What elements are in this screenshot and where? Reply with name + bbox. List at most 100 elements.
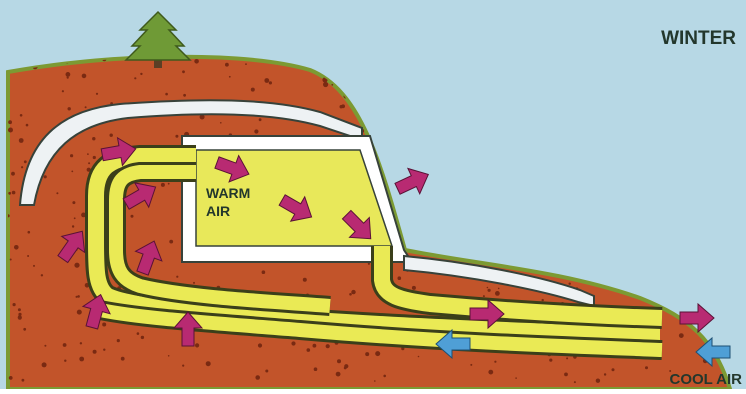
soil-speckle: [549, 359, 552, 362]
soil-speckle: [182, 365, 184, 367]
soil-speckle: [33, 265, 35, 267]
soil-speckle: [14, 245, 19, 250]
soil-speckle: [18, 308, 21, 311]
soil-speckle: [161, 183, 165, 187]
soil-speckle: [679, 333, 684, 338]
soil-speckle: [77, 310, 82, 315]
soil-speckle: [165, 93, 168, 96]
soil-speckle: [110, 134, 113, 137]
soil-speckle: [79, 357, 84, 362]
soil-speckle: [495, 291, 500, 296]
soil-speckle: [88, 162, 90, 164]
soil-speckle: [85, 106, 87, 108]
soil-speckle: [80, 342, 82, 344]
soil-speckle: [68, 107, 71, 110]
soil-speckle: [41, 274, 43, 276]
soil-speckle: [374, 380, 376, 382]
soil-speckle: [470, 364, 472, 366]
soil-speckle: [20, 114, 23, 117]
soil-speckle: [8, 120, 12, 124]
soil-speckle: [22, 379, 25, 382]
soil-speckle: [307, 348, 311, 352]
soil-speckle: [596, 379, 600, 383]
soil-speckle: [336, 372, 341, 377]
soil-speckle: [183, 94, 186, 97]
soil-speckle: [8, 192, 11, 195]
soil-speckle: [326, 344, 330, 348]
soil-speckle: [349, 293, 352, 296]
soil-speckle: [291, 341, 295, 345]
soil-speckle: [18, 316, 22, 320]
soil-speckle: [66, 72, 71, 77]
soil-speckle: [121, 357, 125, 361]
soil-speckle: [368, 263, 370, 265]
soil-speckle: [255, 375, 260, 380]
soil-speckle: [254, 129, 258, 133]
soil-speckle: [314, 367, 318, 371]
soil-speckle: [63, 343, 67, 347]
soil-speckle: [259, 118, 262, 121]
soil-speckle: [193, 282, 195, 284]
soil-speckle: [269, 81, 272, 84]
soil-speckle: [169, 240, 173, 244]
soil-speckle: [483, 295, 485, 297]
soil-speckle: [564, 373, 568, 377]
soil-speckle: [365, 352, 369, 356]
soil-speckle: [344, 367, 347, 370]
soil-speckle: [251, 88, 255, 92]
soil-speckle: [82, 74, 87, 79]
soil-speckle: [351, 290, 355, 294]
soil-speckle: [23, 328, 26, 331]
soil-speckle: [566, 357, 568, 359]
soil-speckle: [264, 78, 269, 83]
soil-speckle: [74, 217, 76, 219]
soil-speckle: [488, 289, 491, 292]
soil-speckle: [645, 366, 648, 369]
soil-speckle: [28, 231, 31, 234]
soil-speckle: [87, 153, 89, 155]
soil-speckle: [44, 175, 47, 178]
soil-speckle: [412, 286, 416, 290]
soil-speckle: [398, 276, 402, 280]
soil-speckle: [131, 215, 134, 218]
soil-speckle: [96, 93, 98, 95]
soil-speckle: [494, 361, 496, 363]
soil-speckle: [103, 349, 105, 351]
soil-speckle: [134, 77, 136, 79]
soil-speckle: [102, 323, 106, 327]
soil-speckle: [9, 376, 13, 380]
soil-speckle: [12, 191, 16, 195]
intake-label: COOL AIR: [669, 371, 742, 388]
soil-speckle: [574, 381, 576, 383]
soil-speckle: [175, 135, 178, 138]
soil-speckle: [337, 359, 341, 363]
soil-speckle: [515, 377, 517, 379]
soil-speckle: [604, 373, 606, 375]
soil-speckle: [245, 63, 247, 65]
soil-speckle: [11, 172, 15, 176]
soil-speckle: [262, 270, 266, 274]
soil-speckle: [341, 104, 345, 108]
soil-speckle: [10, 259, 12, 261]
soil-speckle: [168, 183, 170, 185]
room-label-warm: WARM: [206, 185, 250, 201]
soil-speckle: [21, 166, 23, 168]
soil-speckle: [8, 128, 13, 133]
soil-speckle: [24, 160, 27, 163]
soil-speckle: [27, 255, 29, 257]
soil-speckle: [323, 82, 328, 87]
soil-speckle: [141, 336, 144, 339]
soil-speckle: [93, 156, 96, 159]
soil-speckle: [265, 370, 268, 373]
soil-speckle: [19, 138, 24, 143]
soil-speckle: [206, 361, 211, 366]
soil-speckle: [220, 122, 222, 124]
soil-speckle: [168, 355, 170, 357]
soil-speckle: [488, 370, 493, 375]
soil-speckle: [375, 351, 380, 356]
soil-speckle: [71, 171, 73, 173]
soil-speckle: [569, 283, 571, 285]
soil-speckle: [612, 368, 615, 371]
soil-speckle: [56, 192, 58, 194]
